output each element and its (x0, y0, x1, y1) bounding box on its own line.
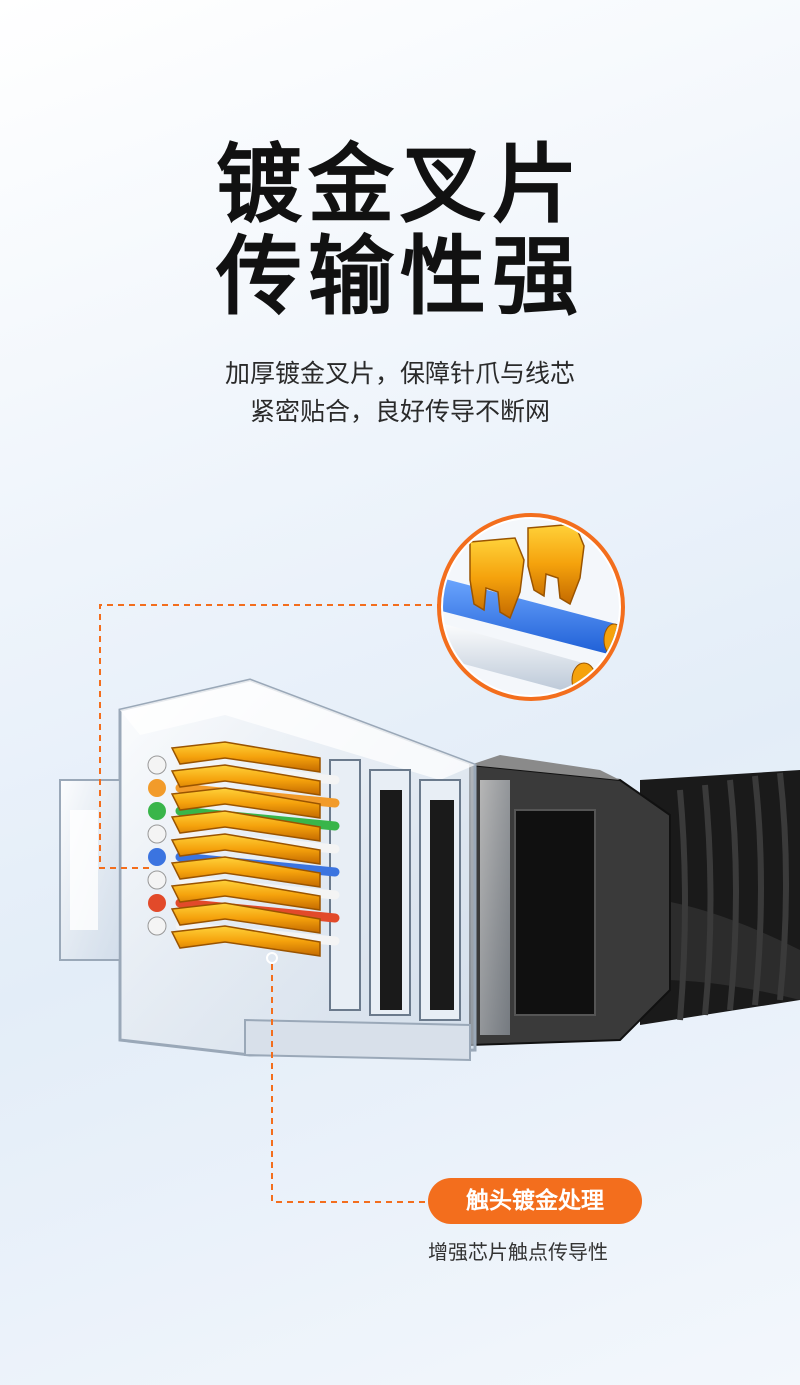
gold-plating-badge: 触头镀金处理 (428, 1178, 642, 1224)
rj45-connector-icon (59, 513, 800, 1203)
gold-contact-blade-icon (437, 513, 625, 701)
description-line-1: 加厚镀金叉片，保障针爪与线芯 (224, 359, 575, 388)
leader-lines (99, 604, 443, 1203)
gold-contact-blades (170, 741, 321, 957)
gold-plating-caption: 增强芯片触点传导性 (428, 1240, 608, 1264)
cable-jacket (640, 770, 800, 1025)
wire-ends (147, 755, 167, 936)
description-line-2: 紧密贴合，良好传导不断网 (249, 397, 550, 426)
headline-line-2: 传输性强 (216, 227, 584, 327)
connector-boot (469, 755, 671, 1047)
headline-line-1: 镀金叉片 (216, 135, 584, 235)
